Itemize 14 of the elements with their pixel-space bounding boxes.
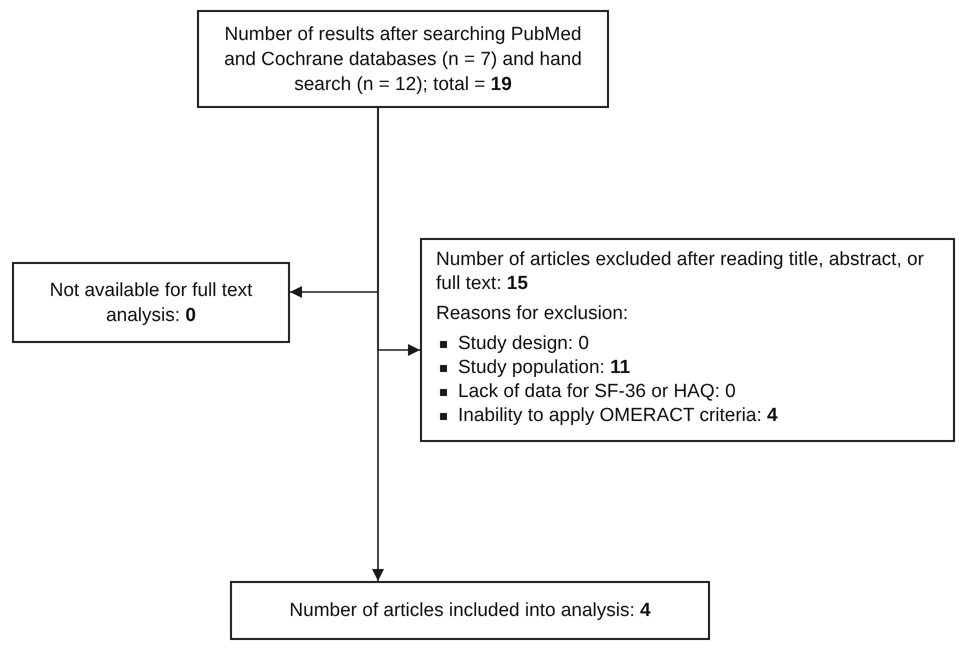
process-box (230, 581, 710, 640)
list-heading: Reasons for exclusion: (436, 302, 630, 326)
list-item-text: Lack of data for SF-36 or HAQ: 0 (458, 381, 736, 402)
box-text: Number of articles included into analysis: 4 (288, 599, 652, 623)
box-text: Number of results after searching PubMed and Cochrane databases (n = 7) and hand search (n = 12); total = 19 (223, 22, 583, 96)
box-text: Not available for full text analysis: 0 (48, 278, 254, 328)
list-item-text: Study design: 0 (458, 333, 589, 354)
list-item-text: Inability to apply OMERACT criteria: 4 (458, 405, 778, 426)
arrow (372, 108, 384, 581)
box-text: Number of articles excluded after reading title, abstract, or full text: 15 (436, 248, 925, 296)
process-box (197, 10, 609, 108)
process-box (420, 238, 955, 442)
process-box (12, 262, 290, 343)
list-item-text: Study population: 11 (458, 357, 630, 378)
